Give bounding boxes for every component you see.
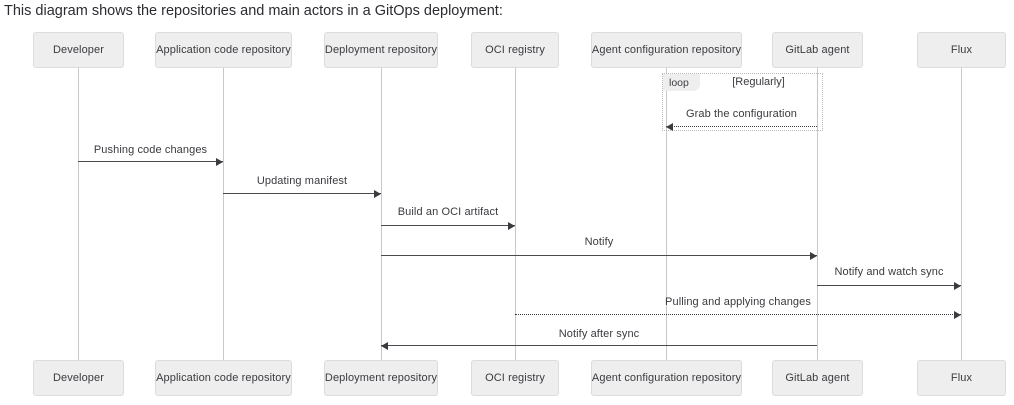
message-label: Pushing code changes: [93, 144, 208, 156]
actor-label: Deployment repository: [324, 44, 438, 56]
actor-label: Deployment repository: [324, 372, 438, 384]
actor-footer-oci_registry[interactable]: OCI registry: [471, 360, 559, 396]
lifeline-deployment_repo: [381, 68, 382, 360]
arrowhead-right-icon: [216, 157, 223, 166]
message-label: Notify: [584, 236, 614, 248]
message-label: Pulling and applying changes: [665, 296, 811, 308]
lifeline-developer: [78, 68, 79, 360]
actor-footer-developer[interactable]: Developer: [33, 360, 124, 396]
actor-footer-agent_config_repo[interactable]: Agent configuration repository: [591, 360, 742, 396]
fragment-kind-label: loop: [669, 76, 689, 89]
actor-header-gitlab_agent[interactable]: GitLab agent: [772, 32, 863, 68]
actor-header-deployment_repo[interactable]: Deployment repository: [324, 32, 438, 68]
message-line-gitlab_agent-to-flux: [817, 285, 961, 286]
actor-footer-flux[interactable]: Flux: [917, 360, 1006, 396]
actor-footer-app_code_repo[interactable]: Application code repository: [155, 360, 292, 396]
actor-label: Application code repository: [156, 44, 291, 56]
lifeline-agent_config_repo: [666, 68, 667, 360]
actor-label: Agent configuration repository: [591, 44, 742, 56]
arrowhead-left-icon: [666, 122, 673, 131]
actor-header-app_code_repo[interactable]: Application code repository: [155, 32, 292, 68]
actor-header-oci_registry[interactable]: OCI registry: [471, 32, 559, 68]
arrowhead-right-icon: [508, 221, 515, 230]
actor-label: OCI registry: [485, 44, 545, 56]
message-label: Notify and watch sync: [834, 266, 944, 278]
message-line-gitlab_agent-to-agent_config_repo: [666, 126, 817, 127]
actor-footer-deployment_repo[interactable]: Deployment repository: [324, 360, 438, 396]
arrowhead-right-icon: [954, 310, 961, 319]
actor-footer-gitlab_agent[interactable]: GitLab agent: [772, 360, 863, 396]
message-label: Build an OCI artifact: [397, 206, 499, 218]
actor-label: OCI registry: [485, 372, 545, 384]
message-line-oci_registry-to-flux: [515, 314, 961, 315]
arrowhead-right-icon: [954, 281, 961, 290]
lifeline-oci_registry: [515, 68, 516, 360]
actor-label: GitLab agent: [785, 372, 850, 384]
message-line-deployment_repo-to-oci_registry: [381, 225, 515, 226]
lifeline-flux: [961, 68, 962, 360]
arrowhead-right-icon: [374, 189, 381, 198]
message-line-deployment_repo-to-gitlab_agent: [381, 255, 817, 256]
actor-header-flux[interactable]: Flux: [917, 32, 1006, 68]
actor-label: Flux: [950, 372, 973, 384]
actor-label: Application code repository: [156, 372, 291, 384]
actor-header-developer[interactable]: Developer: [33, 32, 124, 68]
actor-label: Flux: [950, 44, 973, 56]
lifeline-app_code_repo: [223, 68, 224, 360]
fragment-condition-label: [Regularly]: [732, 76, 785, 88]
fragment-kind-tab: loop: [663, 74, 700, 91]
actor-label: Developer: [52, 44, 105, 56]
page-intro-text: This diagram shows the repositories and …: [4, 3, 503, 19]
actor-label: Developer: [52, 372, 105, 384]
message-label: Notify after sync: [558, 328, 640, 340]
lifeline-gitlab_agent: [817, 68, 818, 360]
fragment-loop: [662, 73, 823, 131]
arrowhead-right-icon: [810, 251, 817, 260]
actor-label: GitLab agent: [785, 44, 850, 56]
arrowhead-left-icon: [381, 341, 388, 350]
message-label: Grab the configuration: [685, 108, 798, 120]
actor-label: Agent configuration repository: [591, 372, 742, 384]
message-line-developer-to-app_code_repo: [78, 161, 223, 162]
actor-header-agent_config_repo[interactable]: Agent configuration repository: [591, 32, 742, 68]
message-line-app_code_repo-to-deployment_repo: [223, 193, 381, 194]
message-label: Updating manifest: [256, 175, 348, 187]
message-line-gitlab_agent-to-deployment_repo: [381, 345, 817, 346]
